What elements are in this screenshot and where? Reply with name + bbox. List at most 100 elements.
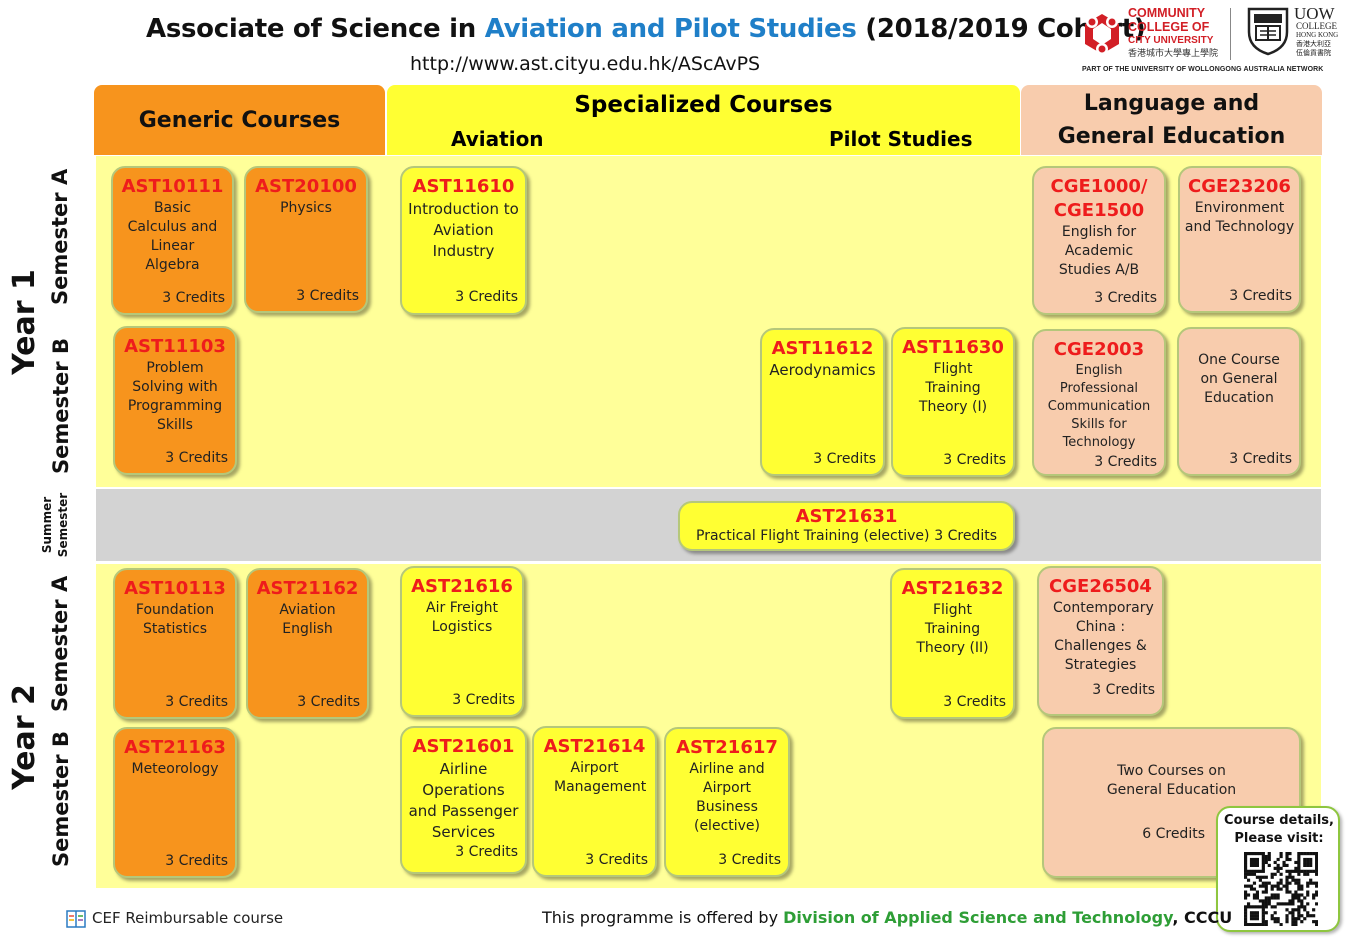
course-ast21632[interactable]: AST21632 Flight Training Theory (II) 3 C… [890, 568, 1015, 719]
course-name: Airline and Airport Business (elective) [689, 761, 765, 834]
uow-college-line: HONG KONG [1296, 31, 1339, 39]
qr-code-icon[interactable] [1244, 852, 1318, 926]
logo-divider [1230, 8, 1231, 60]
program-url[interactable]: http://www.ast.cityu.edu.hk/AScAvPS [410, 53, 761, 75]
course-ge-one[interactable]: One Course on General Education 3 Credit… [1177, 327, 1301, 476]
course-name: Basic Calculus and Linear Algebra [127, 200, 218, 273]
course-credits: 3 Credits [1094, 454, 1157, 470]
course-ast21631[interactable]: AST21631 Practical Flight Training (elec… [678, 501, 1015, 551]
course-code: CGE2003 [1053, 339, 1145, 360]
offered-prefix: This programme is offered by [542, 908, 784, 927]
course-name: English for Academic Studies A/B [1058, 224, 1140, 278]
year2-label: Year 2 [7, 684, 42, 790]
column-header-language: Language and General Education [1021, 85, 1322, 155]
course-ge-two[interactable]: Two Courses on General Education 6 Credi… [1042, 727, 1301, 878]
course-credits: 3 Credits [296, 288, 359, 304]
course-ast21162[interactable]: AST21162 Aviation English 3 Credits [246, 568, 369, 719]
course-cge1000-cge1500[interactable]: CGE1000/ CGE1500 English for Academic St… [1032, 166, 1166, 315]
course-credits: 6 Credits [1142, 826, 1205, 842]
summer-semester-label: Summer Semester [39, 490, 71, 560]
course-name: Introduction to Aviation Industry [408, 200, 519, 260]
year2-semester-b-label: Semester B [49, 731, 73, 867]
course-code: AST21632 [901, 578, 1004, 599]
generic-header-label: Generic Courses [138, 107, 341, 133]
year1-label: Year 1 [7, 269, 42, 375]
course-name: Airport Management [554, 760, 647, 795]
course-ast11103[interactable]: AST11103 Problem Solving with Programmin… [113, 326, 237, 475]
course-ast11612[interactable]: AST11612 Aerodynamics 3 Credits [760, 328, 885, 476]
uow-chinese-line: 伍倫貢書院 [1296, 49, 1331, 57]
course-ast11610[interactable]: AST11610 Introduction to Aviation Indust… [400, 166, 527, 315]
cccu-name-line: CITY UNIVERSITY [1128, 35, 1214, 46]
course-ast21601[interactable]: AST21601 Airline Operations and Passenge… [400, 726, 527, 874]
course-ast10113[interactable]: AST10113 Foundation Statistics 3 Credits [113, 568, 237, 719]
course-code: AST21614 [543, 736, 646, 757]
course-ast21616[interactable]: AST21616 Air Freight Logistics 3 Credits [400, 566, 524, 717]
uow-name: UOW [1294, 4, 1335, 23]
language-header-line: Language and [1083, 91, 1260, 116]
course-credits: 3 Credits [934, 528, 997, 544]
page-title: Associate of Science in Aviation and Pil… [146, 14, 1146, 44]
course-name: Meteorology [131, 761, 219, 777]
course-code: AST21163 [124, 737, 226, 758]
course-ast11630[interactable]: AST11630 Flight Training Theory (I) 3 Cr… [891, 327, 1015, 477]
course-credits: 3 Credits [165, 694, 228, 710]
course-name: Aerodynamics [769, 361, 876, 379]
course-name: Foundation Statistics [135, 602, 215, 637]
course-ast20100[interactable]: AST20100 Physics 3 Credits [244, 166, 368, 313]
course-credits: 3 Credits [943, 452, 1006, 468]
course-name: Two Courses on General Education [1106, 763, 1237, 798]
course-name: One Course on General Education [1198, 352, 1280, 406]
summer-label-line: Summer [40, 496, 54, 554]
title-prefix: Associate of Science in [146, 14, 485, 44]
course-ast10111[interactable]: AST10111 Basic Calculus and Linear Algeb… [111, 166, 234, 315]
cccu-name-line: COLLEGE OF [1128, 20, 1210, 34]
uow-chinese-line: 香港大利亞 [1296, 40, 1331, 48]
callout-text: Course details, Please visit: [1220, 812, 1338, 848]
course-ast21617[interactable]: AST21617 Airline and Airport Business (e… [664, 727, 790, 877]
course-code: AST10111 [121, 176, 224, 197]
callout-line: Please visit: [1234, 831, 1324, 846]
course-code: AST21617 [676, 737, 778, 758]
course-code: AST11630 [902, 337, 1004, 358]
course-name: Problem Solving with Programming Skills [127, 360, 223, 433]
course-ast21163[interactable]: AST21163 Meteorology 3 Credits [113, 727, 237, 878]
course-code: AST10113 [124, 578, 226, 599]
course-cge26504[interactable]: CGE26504 Contemporary China : Challenges… [1037, 566, 1164, 716]
course-code: AST21631 [795, 506, 898, 527]
course-credits: 3 Credits [297, 694, 360, 710]
cccu-chinese-name: 香港城市大學專上學院 [1128, 49, 1219, 59]
course-code: AST11612 [771, 338, 874, 359]
cef-book-icon [66, 910, 86, 928]
course-name: English Professional Communication Skill… [1047, 363, 1151, 450]
cccu-logo-icon [1085, 14, 1119, 55]
course-credits: 3 Credits [813, 451, 876, 467]
course-code: CGE26504 [1049, 576, 1152, 597]
title-program: Aviation and Pilot Studies [484, 14, 857, 44]
cccu-name: COMMUNITY COLLEGE OF CITY UNIVERSITY [1128, 6, 1213, 48]
specialized-header-label: Specialized Courses [574, 92, 833, 118]
uow-shield-icon [1247, 7, 1289, 56]
language-header-line: General Education [1057, 124, 1286, 149]
course-code: CGE1000/ CGE1500 [1050, 176, 1148, 221]
course-credits: 3 Credits [943, 694, 1006, 710]
course-credits: 3 Credits [718, 852, 781, 868]
course-cge23206[interactable]: CGE23206 Environment and Technology 3 Cr… [1178, 166, 1301, 313]
course-code: AST21162 [256, 578, 359, 599]
uow-college: COLLEGE HONG KONG 香港大利亞 伍倫貢書院 [1296, 22, 1338, 58]
course-name: Flight Training Theory (I) [918, 361, 988, 415]
course-name: Physics [280, 200, 332, 216]
course-ast21614[interactable]: AST21614 Airport Management 3 Credits [532, 726, 657, 877]
course-code: AST21616 [411, 576, 513, 597]
cef-caption: CEF Reimbursable course [92, 909, 284, 927]
course-code: AST20100 [255, 176, 357, 197]
callout-line: Course details, [1224, 813, 1334, 828]
course-credits: 3 Credits [165, 853, 228, 869]
course-credits: 3 Credits [455, 844, 518, 860]
course-name: Environment and Technology [1184, 200, 1295, 235]
offered-by-text: This programme is offered by Division of… [542, 908, 1232, 927]
course-name: Contemporary China : Challenges & Strate… [1053, 600, 1154, 673]
course-cge2003[interactable]: CGE2003 English Professional Communicati… [1032, 329, 1166, 476]
course-credits: 3 Credits [162, 290, 225, 306]
year1-semester-a-label: Semester A [48, 168, 72, 305]
